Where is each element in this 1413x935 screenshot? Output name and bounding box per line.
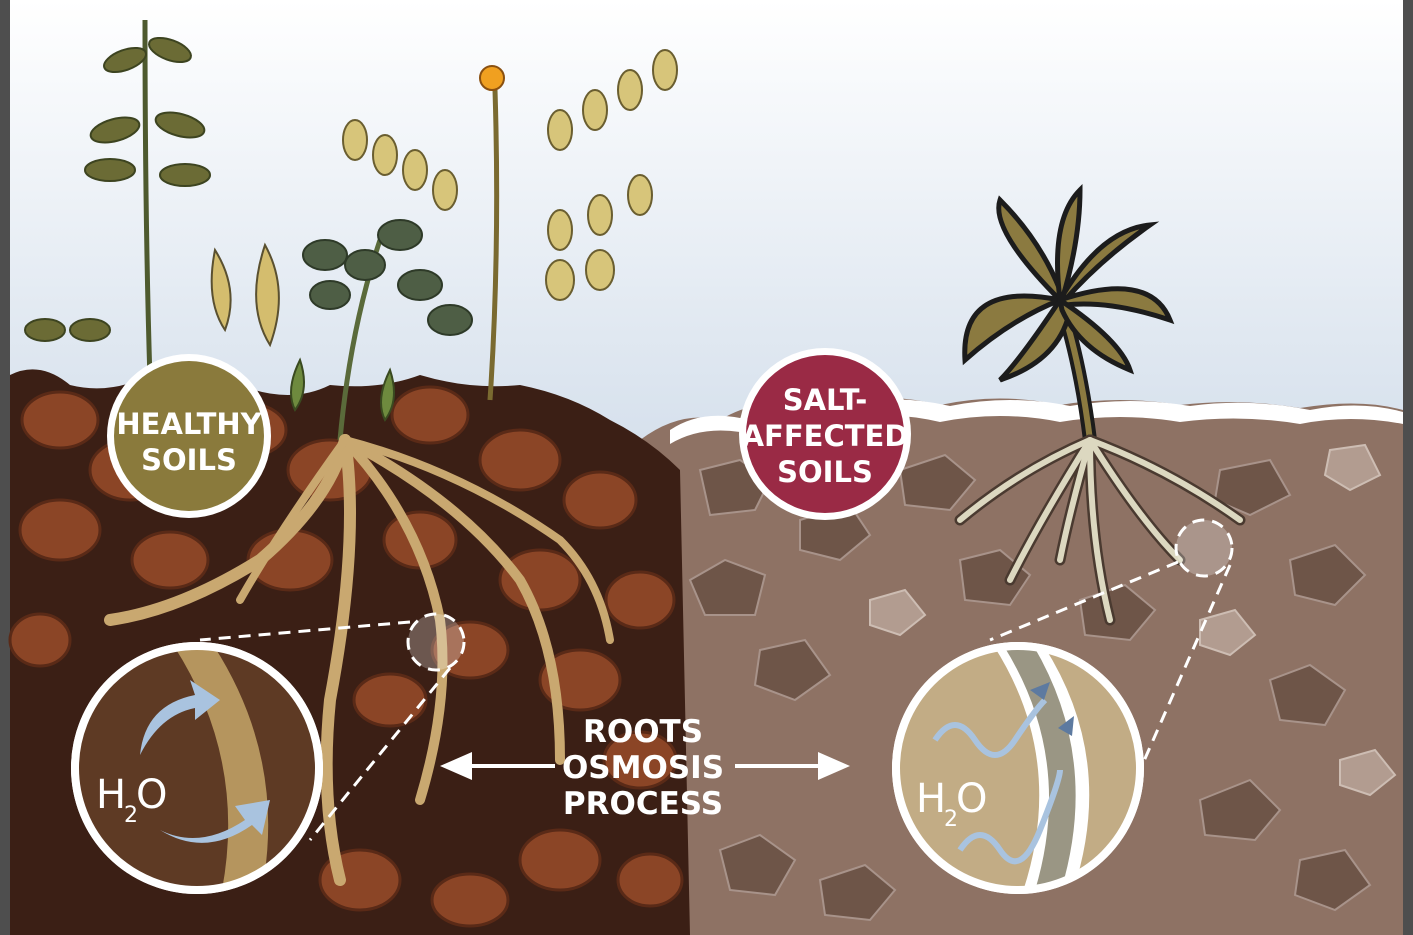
salt-badge-line3: SOILS — [777, 455, 873, 489]
center-label-line1: ROOTS — [583, 714, 703, 750]
center-label-line2: OSMOSIS — [562, 750, 724, 786]
water-label-o: O — [956, 776, 987, 822]
salt-affected-soils-badge: SALT- AFFECTED SOILS — [739, 348, 911, 520]
center-label-line3: PROCESS — [563, 786, 723, 822]
water-label-h: H — [96, 772, 126, 818]
water-label-h: H — [916, 776, 946, 822]
salt-badge-line2: AFFECTED — [742, 419, 909, 453]
water-label-o: O — [136, 772, 167, 818]
healthy-badge-line2: SOILS — [141, 443, 237, 477]
healthy-badge-line1: HEALTHY — [116, 407, 262, 441]
salt-badge-line1: SALT- — [783, 383, 868, 417]
healthy-soils-badge: HEALTHY SOILS — [107, 354, 271, 518]
flower-icon — [480, 66, 504, 90]
